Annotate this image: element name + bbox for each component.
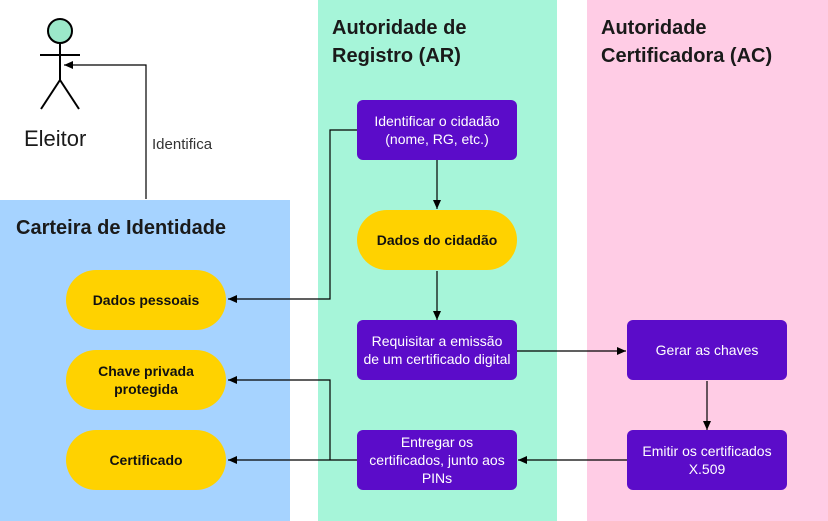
node-emitir-certificados: Emitir os certificados X.509 (627, 430, 787, 490)
node-chave-privada: Chave privada protegida (66, 350, 226, 410)
node-gerar-chaves: Gerar as chaves (627, 320, 787, 380)
arrow-identificar-pessoais (228, 129, 357, 303)
node-dados-cidadao: Dados do cidadão (357, 210, 517, 270)
edge-label-identifica: Identifica (152, 136, 213, 153)
arrow-identifica (64, 61, 147, 199)
arrow-entregar-chave (228, 376, 331, 460)
lane-title-ac: Autoridade Certificadora (AC) (601, 17, 773, 67)
node-dados-pessoais: Dados pessoais (66, 270, 226, 330)
lane-title-ar: Autoridade de Registro (AR) (332, 17, 467, 67)
node-requisitar-certificado: Requisitar a emissão de um certificado d… (357, 320, 517, 380)
lane-title-carteira: Carteira de Identidade (16, 217, 227, 239)
node-identificar-cidadao: Identificar o cidadão (nome, RG, etc.) (357, 100, 517, 160)
actor-figure (40, 18, 80, 110)
node-entregar-certificados: Entregar os certificados, junto aos PINs (357, 430, 517, 490)
actor-label: Eleitor (24, 126, 87, 151)
node-certificado: Certificado (66, 430, 226, 490)
